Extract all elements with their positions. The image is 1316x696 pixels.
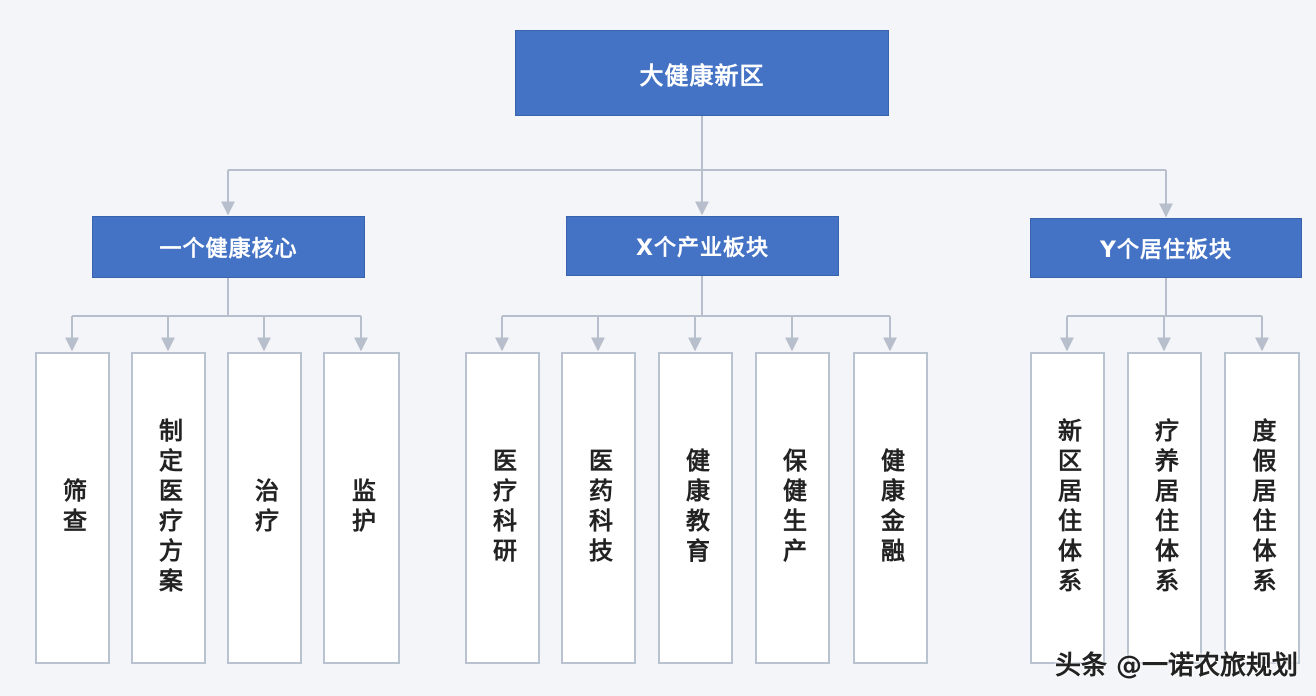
leaf-label: 健康教育 xyxy=(681,448,710,568)
leaf-node: 医药科技 xyxy=(561,352,636,664)
leaf-node: 新区居住体系 xyxy=(1030,352,1105,664)
leaf-label: 医药科技 xyxy=(584,448,613,568)
leaf-label: 筛查 xyxy=(58,478,87,538)
leaf-label: 治疗 xyxy=(250,478,279,538)
leaf-label: 疗养居住体系 xyxy=(1150,418,1179,598)
leaf-label: 医疗科研 xyxy=(488,448,517,568)
leaf-node: 疗养居住体系 xyxy=(1127,352,1202,664)
leaf-node: 保健生产 xyxy=(755,352,830,664)
leaf-node: 治疗 xyxy=(227,352,302,664)
leaf-node: 健康教育 xyxy=(658,352,733,664)
root-node: 大健康新区 xyxy=(515,30,889,116)
leaf-node: 度假居住体系 xyxy=(1224,352,1300,664)
leaf-node: 监护 xyxy=(323,352,400,664)
leaf-label: 健康金融 xyxy=(876,448,905,568)
group-label: Y个居住板块 xyxy=(1100,238,1232,263)
group-label: 一个健康核心 xyxy=(159,237,298,262)
group-label: X个产业板块 xyxy=(636,236,769,261)
leaf-label: 度假居住体系 xyxy=(1248,418,1276,598)
leaf-label: 制定医疗方案 xyxy=(154,418,183,598)
root-label: 大健康新区 xyxy=(639,61,765,90)
group-node-residential: Y个居住板块 xyxy=(1030,218,1302,278)
leaf-node: 制定医疗方案 xyxy=(131,352,206,664)
leaf-node: 医疗科研 xyxy=(465,352,540,664)
watermark-text: 头条 @一诺农旅规划 xyxy=(1054,651,1298,681)
leaf-node: 健康金融 xyxy=(853,352,928,664)
group-node-industry: X个产业板块 xyxy=(566,216,839,276)
leaf-node: 筛查 xyxy=(35,352,110,664)
leaf-label: 新区居住体系 xyxy=(1053,418,1082,598)
leaf-label: 保健生产 xyxy=(778,448,807,568)
leaf-label: 监护 xyxy=(347,478,376,538)
group-node-core: 一个健康核心 xyxy=(92,216,365,278)
